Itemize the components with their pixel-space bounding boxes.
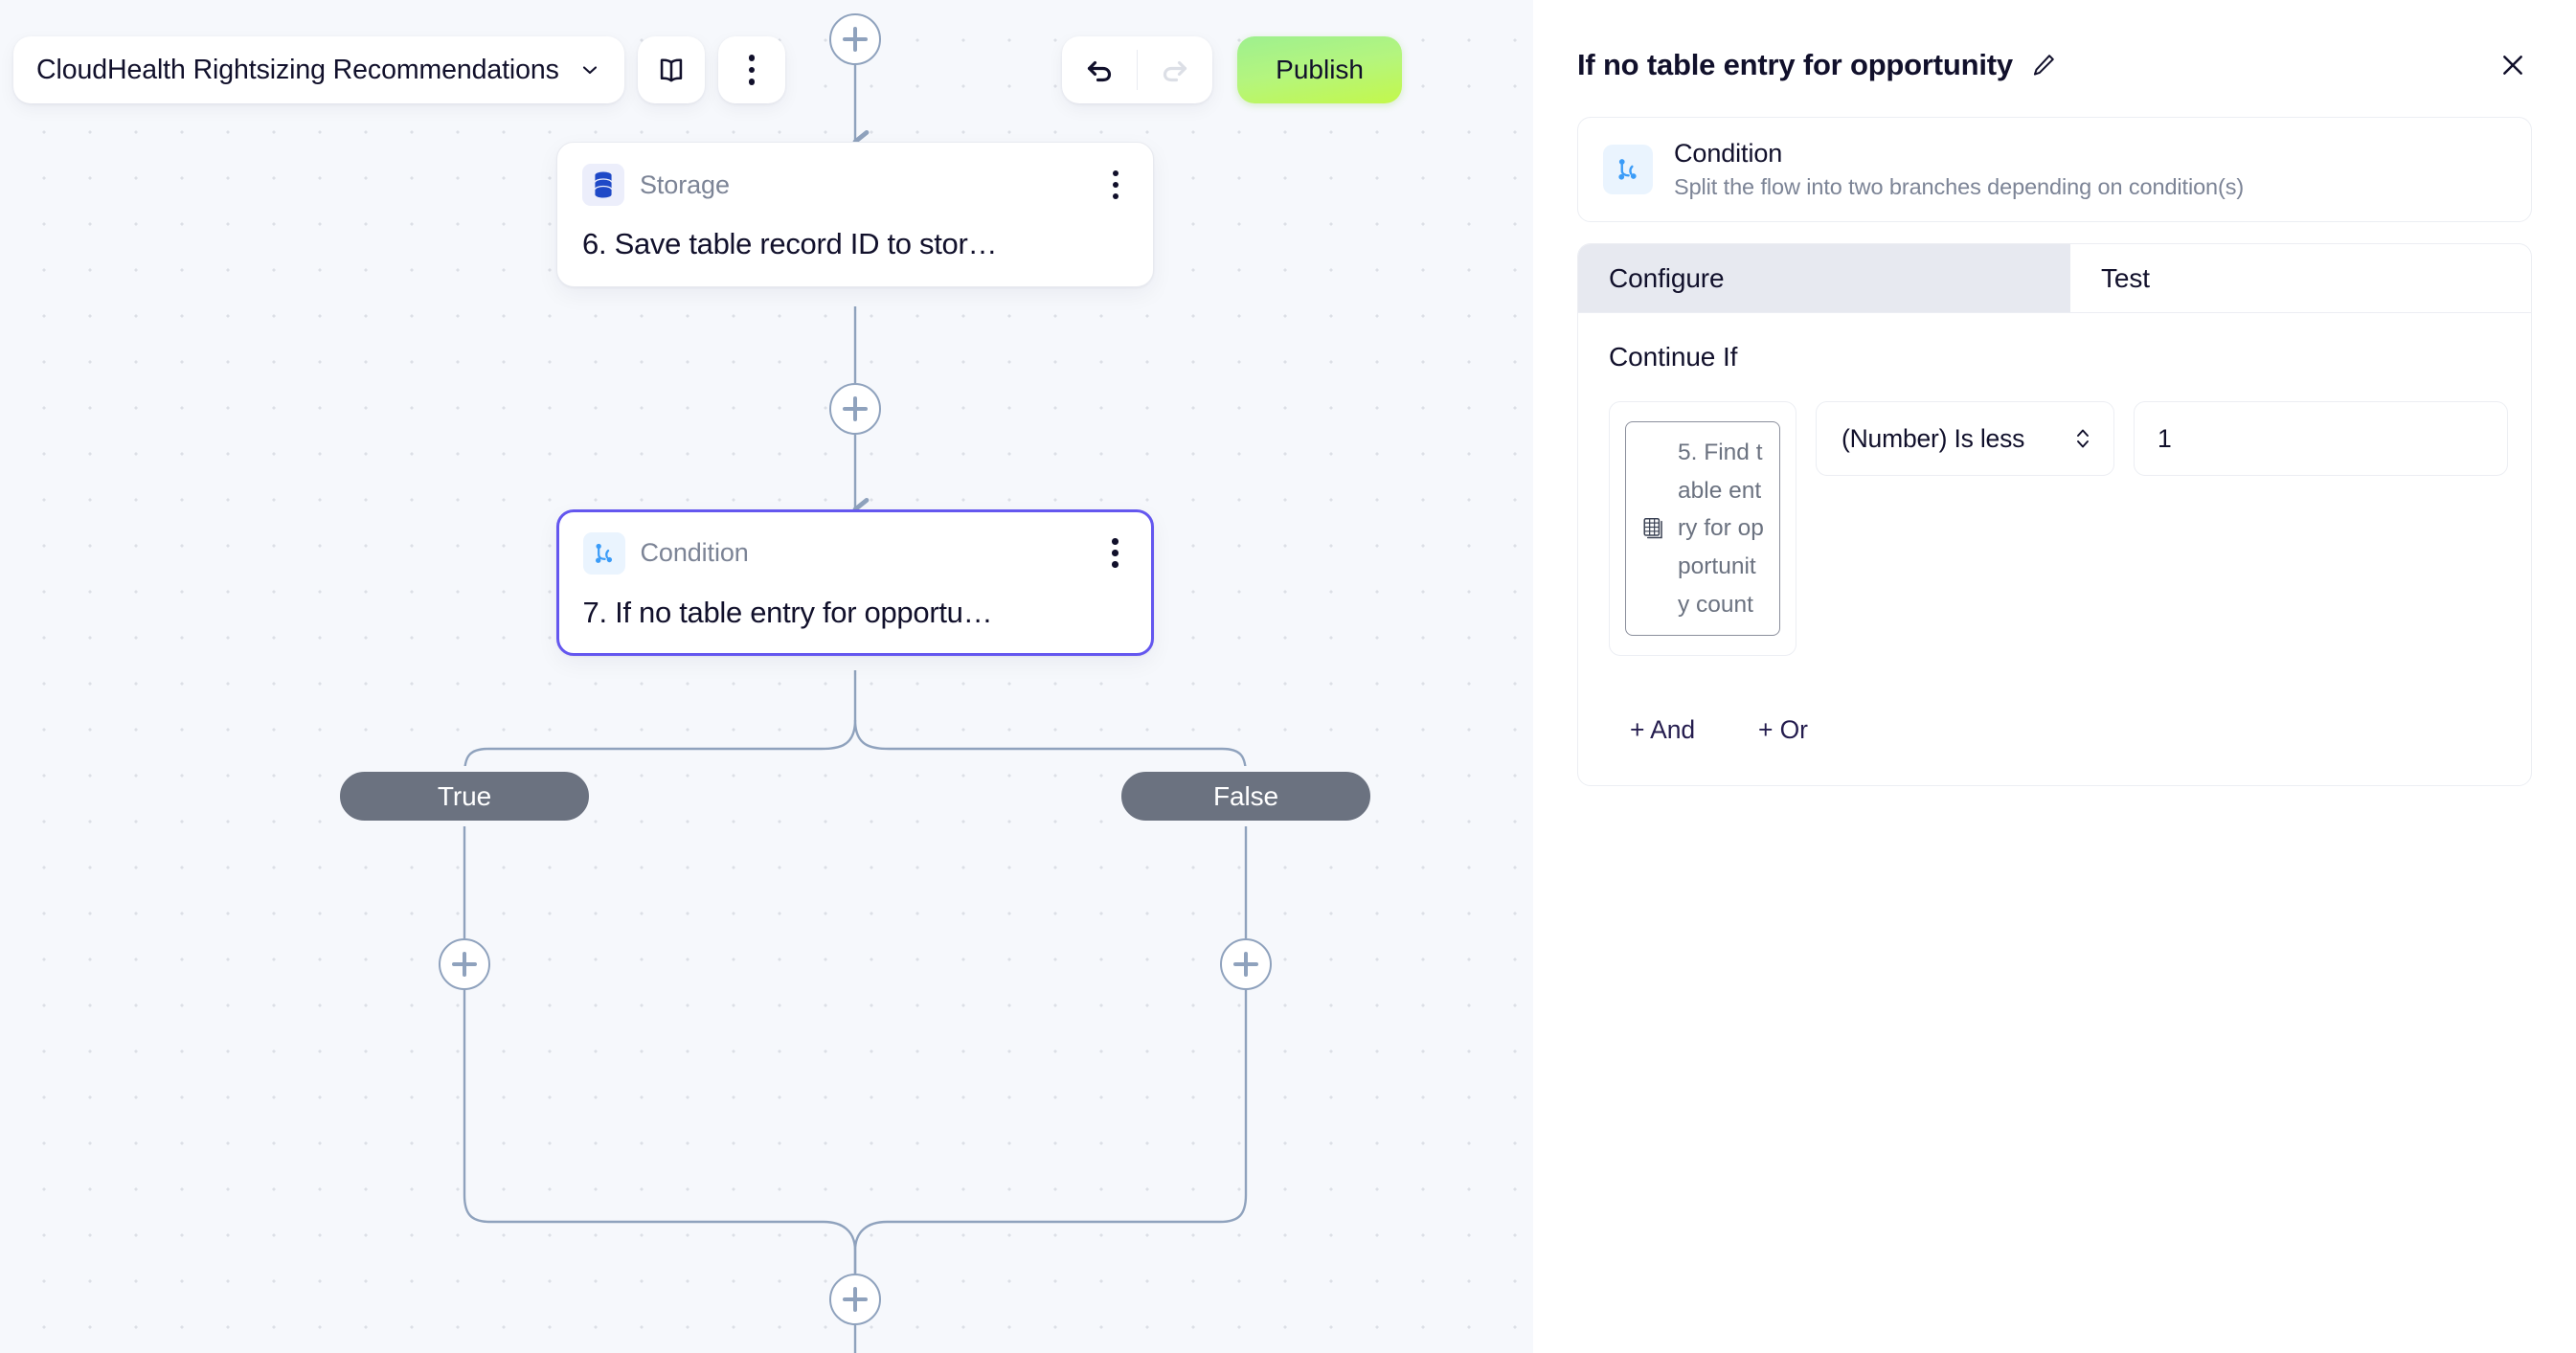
book-icon bbox=[660, 58, 682, 82]
docs-button[interactable] bbox=[637, 36, 705, 103]
pencil-icon[interactable] bbox=[2030, 52, 2057, 79]
close-icon[interactable] bbox=[2494, 46, 2532, 84]
node-info-card: Condition Split the flow into two branch… bbox=[1577, 117, 2532, 222]
publish-button[interactable]: Publish bbox=[1237, 36, 1402, 103]
node-config-panel: If no table entry for opportunity Condit… bbox=[1533, 0, 2576, 1353]
add-or-condition-button[interactable]: + Or bbox=[1758, 715, 1808, 745]
node-type-label: Condition bbox=[640, 538, 749, 567]
flow-canvas[interactable]: CloudHealth Rightsizing Recommendations bbox=[0, 0, 1533, 1353]
panel-header: If no table entry for opportunity bbox=[1577, 38, 2532, 92]
more-options-button[interactable] bbox=[717, 36, 785, 103]
undo-arrow-icon bbox=[1088, 60, 1112, 82]
continue-if-label: Continue If bbox=[1609, 342, 1738, 372]
flow-title-label: CloudHealth Rightsizing Recommendations bbox=[36, 54, 559, 85]
redo-button[interactable] bbox=[1138, 36, 1212, 103]
panel-tabs: Configure Test bbox=[1578, 244, 2531, 313]
tab-configure[interactable]: Configure bbox=[1578, 244, 2070, 312]
condition-variable-box[interactable]: 5. Find table entry for opportunity coun… bbox=[1609, 401, 1796, 657]
flow-title-dropdown[interactable]: CloudHealth Rightsizing Recommendations bbox=[13, 36, 624, 103]
add-step-button-top[interactable] bbox=[829, 13, 881, 65]
redo-arrow-icon bbox=[1164, 60, 1187, 82]
operator-select-label: (Number) Is less bbox=[1842, 423, 2025, 453]
branch-label-true[interactable]: True bbox=[334, 766, 595, 826]
branch-icon bbox=[582, 531, 625, 575]
add-step-button-false-branch[interactable] bbox=[1220, 938, 1272, 990]
chevron-updown-icon bbox=[2077, 429, 2089, 448]
config-card: Configure Test Continue If bbox=[1577, 243, 2532, 787]
node-condition[interactable]: Condition 7. If no table entry for oppor… bbox=[556, 509, 1154, 656]
panel-title: If no table entry for opportunity bbox=[1577, 48, 2013, 81]
add-and-condition-button[interactable]: + And bbox=[1630, 715, 1696, 745]
toolbar-divider bbox=[1137, 50, 1139, 90]
variable-chip-label: 5. Find table entry for opportunity coun… bbox=[1678, 440, 1764, 618]
node-header: Condition bbox=[582, 531, 1128, 575]
database-icon bbox=[582, 164, 624, 206]
condition-row: 5. Find table entry for opportunity coun… bbox=[1601, 401, 2508, 657]
undo-button[interactable] bbox=[1062, 36, 1137, 103]
logic-buttons: + And + Or bbox=[1601, 715, 2508, 745]
add-step-button-after-merge[interactable] bbox=[829, 1274, 881, 1325]
more-vertical-icon bbox=[748, 55, 756, 85]
configure-tab-body: Continue If 5. Find table entry bbox=[1578, 313, 2531, 785]
node-menu-button[interactable] bbox=[1102, 534, 1128, 572]
flow-edges bbox=[463, 59, 1248, 1353]
canvas-toolbar-left: CloudHealth Rightsizing Recommendations bbox=[13, 36, 785, 103]
table-icon bbox=[1639, 514, 1668, 543]
chevron-down-icon bbox=[582, 66, 597, 75]
tab-test[interactable]: Test bbox=[2101, 262, 2150, 293]
branch-label-false[interactable]: False bbox=[1116, 766, 1376, 826]
variable-chip[interactable]: 5. Find table entry for opportunity coun… bbox=[1625, 421, 1780, 637]
node-storage[interactable]: Storage 6. Save table record ID to stor… bbox=[556, 142, 1154, 287]
node-title: 6. Save table record ID to stor… bbox=[582, 227, 998, 260]
node-header: Storage bbox=[582, 164, 1128, 206]
canvas-toolbar-right: Publish bbox=[1062, 36, 1402, 103]
node-menu-button[interactable] bbox=[1103, 167, 1129, 204]
node-info-text: Condition Split the flow into two branch… bbox=[1674, 139, 2244, 200]
node-info-name: Condition bbox=[1674, 139, 1783, 168]
node-type-label: Storage bbox=[640, 169, 730, 199]
undo-redo-group bbox=[1062, 36, 1213, 103]
add-step-button-true-branch[interactable] bbox=[439, 938, 490, 990]
node-title: 7. If no table entry for opportu… bbox=[582, 595, 993, 629]
operator-select[interactable]: (Number) Is less bbox=[1816, 401, 2114, 476]
add-step-button-middle[interactable] bbox=[829, 383, 881, 435]
branch-icon bbox=[1603, 145, 1653, 194]
condition-value-input[interactable] bbox=[2134, 401, 2508, 476]
node-info-description: Split the flow into two branches dependi… bbox=[1674, 174, 2245, 199]
